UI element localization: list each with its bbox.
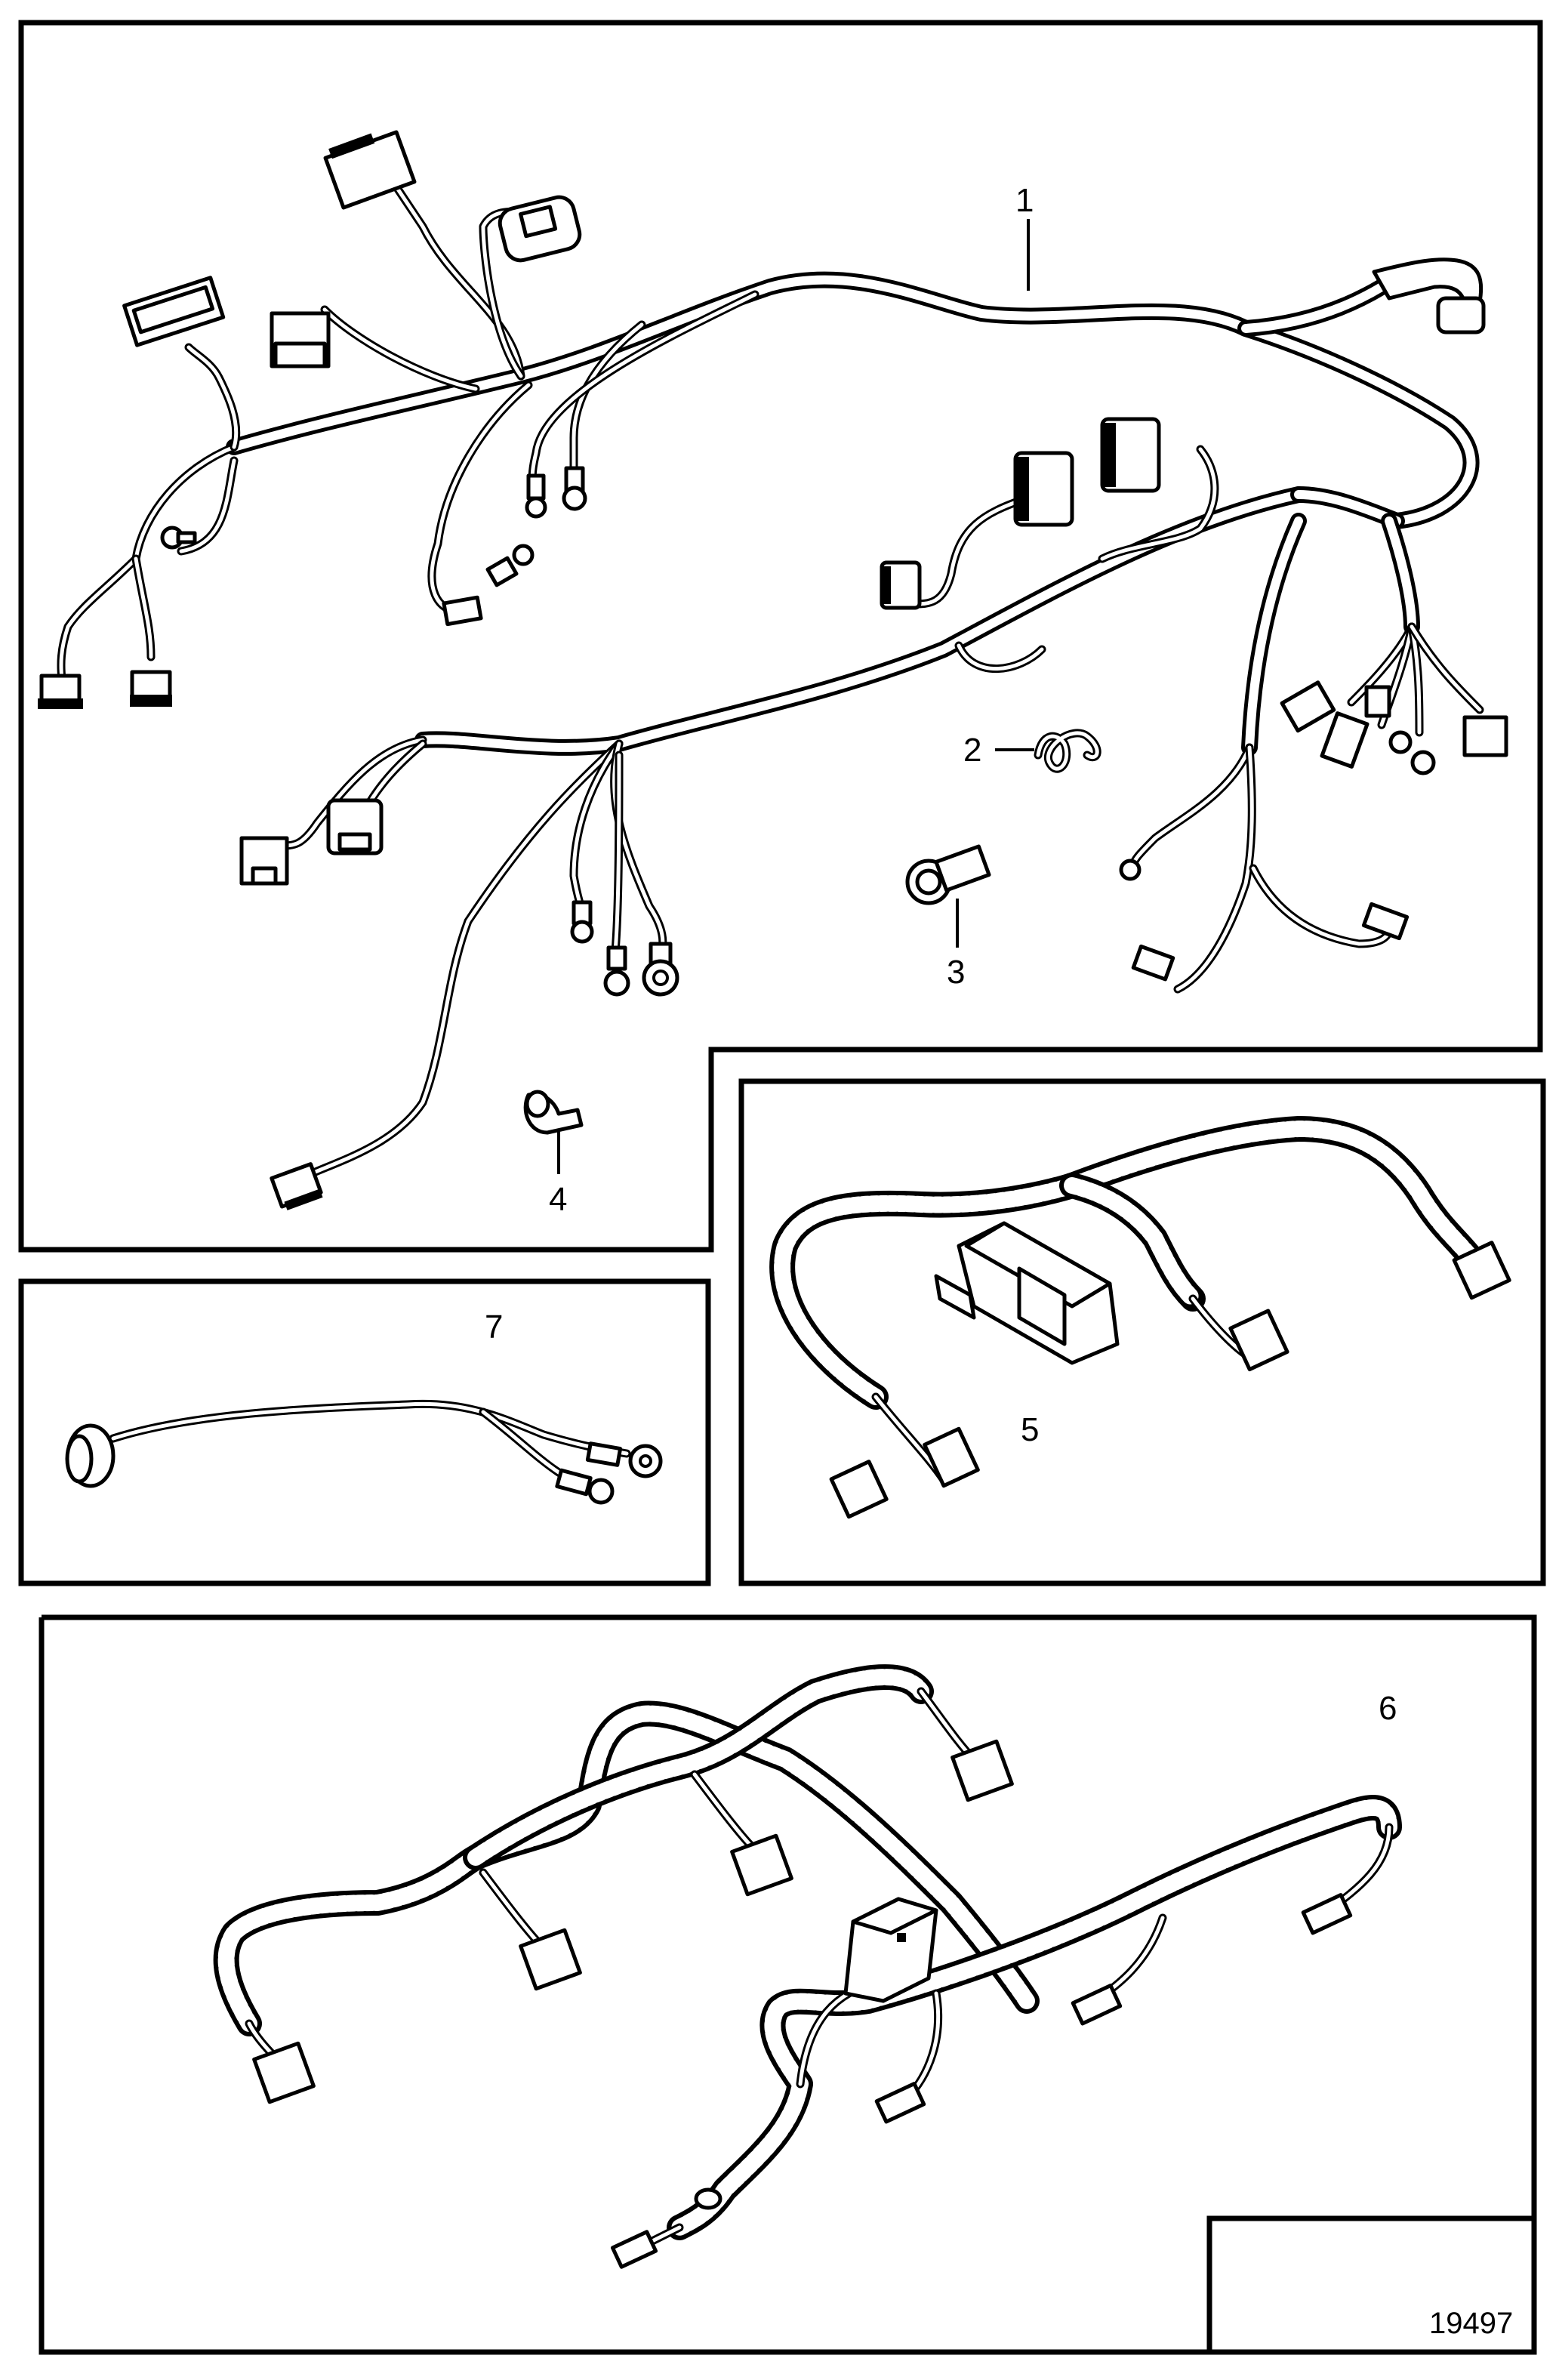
connector-left-top [122, 276, 226, 347]
callout-2: 2 [963, 732, 981, 769]
item-5-relay-box [934, 1221, 1120, 1365]
item-6-main-connector [843, 1897, 938, 2003]
connector-right-lower-b [1361, 902, 1410, 941]
frame-item-6 [42, 1614, 1537, 2355]
ring-terminals-upper-middle [525, 466, 587, 519]
ring-terminal-right-lower [1119, 859, 1142, 881]
frame-item-7 [18, 1278, 711, 1586]
connector-bottom-left [270, 1162, 323, 1210]
callout-3: 3 [947, 954, 965, 991]
connector-top-b [498, 195, 582, 263]
sensor-lead-item-7 [65, 1399, 663, 1505]
frame-main-harness [18, 20, 1543, 1253]
connector-top-c [270, 311, 331, 368]
callout-5: 5 [1021, 1411, 1039, 1448]
callout-1: 1 [1015, 182, 1034, 219]
connector-right-lower-a [1131, 944, 1175, 982]
sensors-right-cluster [1280, 680, 1508, 775]
connectors-lower-left [239, 798, 384, 886]
grommet-socket [905, 844, 991, 905]
frame-item-5 [738, 1078, 1546, 1586]
cable-clamp [523, 1090, 584, 1135]
callout-7: 7 [485, 1309, 503, 1346]
wire-clip [1034, 729, 1101, 773]
small-connector-middle [442, 595, 483, 627]
elbow-plug-top-right [1372, 257, 1486, 334]
harness-item-6 [213, 1664, 1402, 2269]
connector-center-a [1013, 451, 1074, 527]
figure-reference-number: 19497 [1429, 2307, 1513, 2340]
frame-item-6-bottom [39, 1617, 1537, 2355]
callout-6: 6 [1379, 1690, 1397, 1727]
main-engine-harness [38, 130, 1508, 1210]
ring-terminal-left [160, 526, 197, 550]
temperature-sensor-middle [485, 544, 535, 587]
connector-left-lower-b [130, 670, 172, 707]
ring-terminals-lower-middle [570, 900, 679, 997]
connector-center-b [1100, 417, 1161, 493]
connector-center-c [880, 560, 922, 610]
connector-left-lower-a [38, 674, 83, 709]
connector-top-a [323, 130, 417, 210]
callout-4: 4 [549, 1181, 567, 1218]
harness-item-5 [769, 1116, 1511, 1519]
